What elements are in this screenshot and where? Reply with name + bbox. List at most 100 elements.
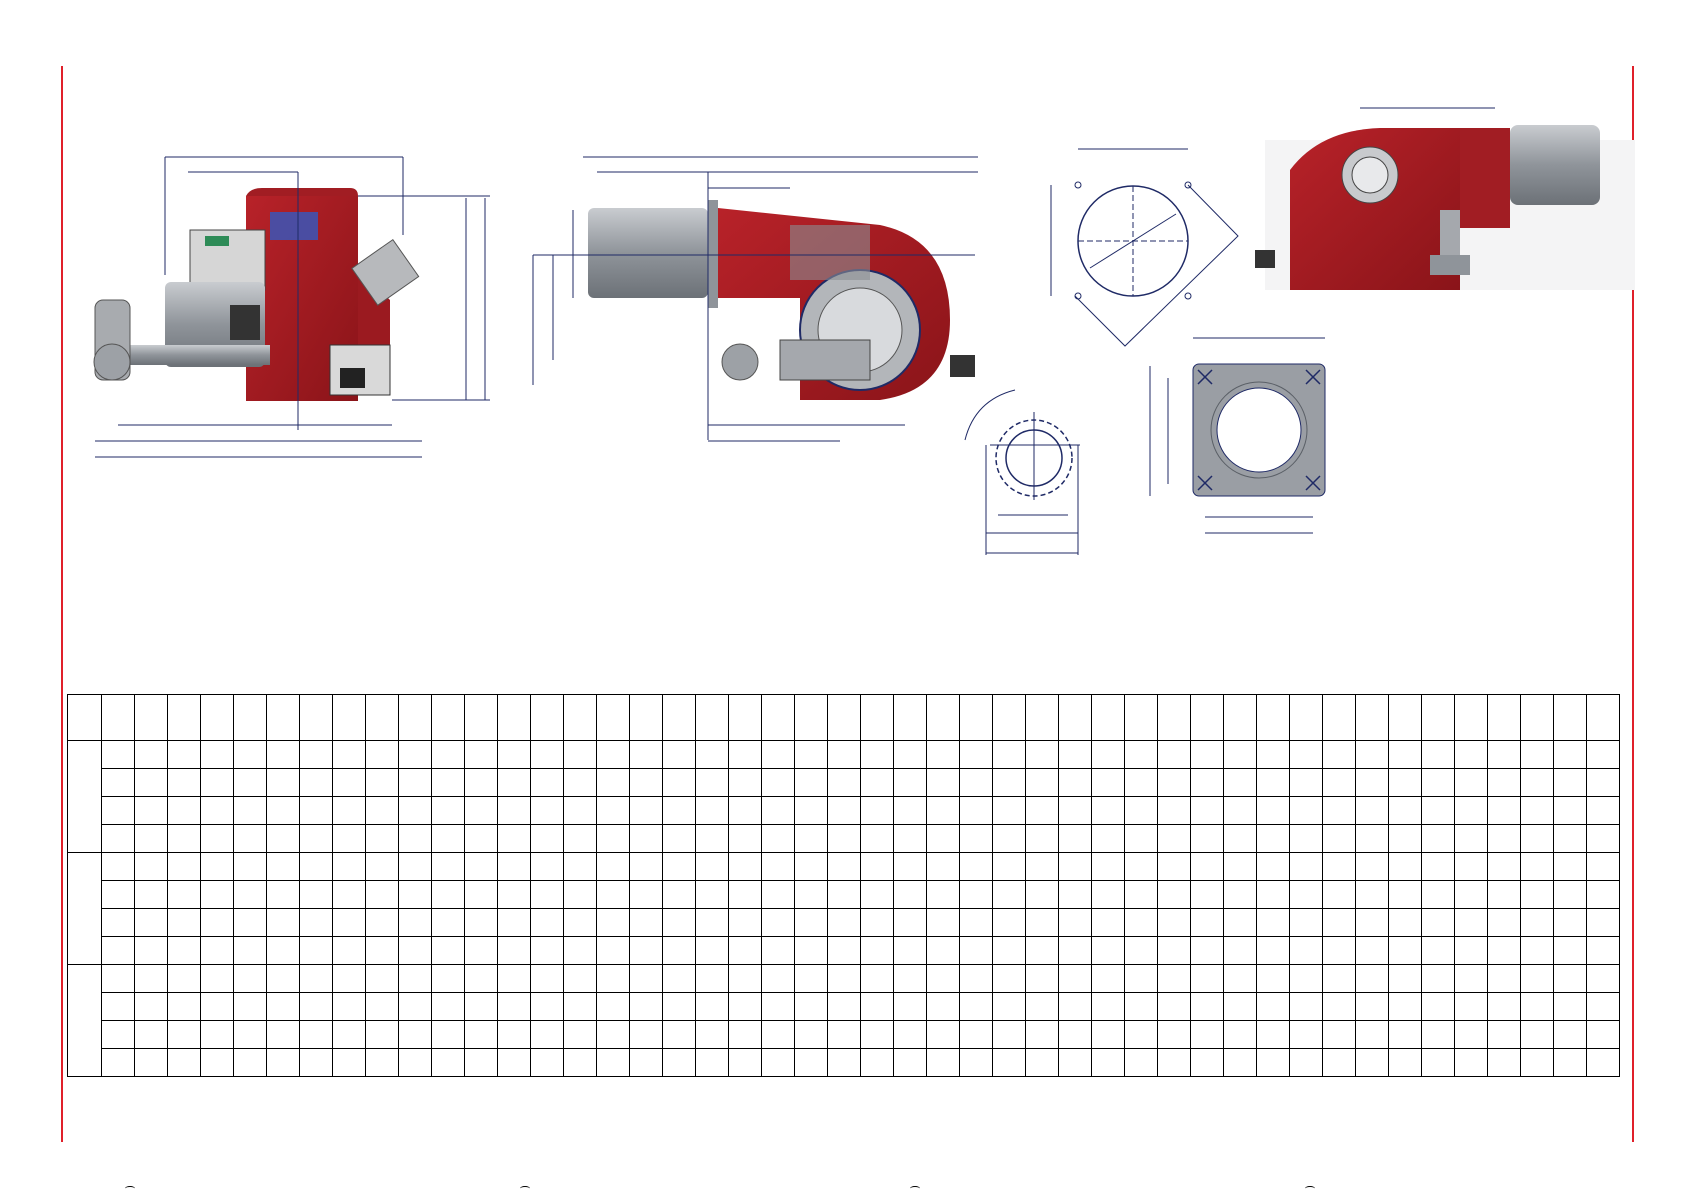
table-cell: [1058, 880, 1092, 909]
table-cell: [662, 796, 696, 825]
table-cell: [167, 1020, 201, 1049]
table-cell: [464, 852, 498, 881]
table-cell: [794, 768, 828, 797]
table-cell: [728, 964, 762, 993]
table-cell: [1388, 964, 1422, 993]
table-cell: [596, 796, 630, 825]
flange-drilling-view: [1050, 148, 1239, 347]
table-header-cell: [695, 694, 729, 741]
table-cell: [827, 908, 861, 937]
table-cell: [1025, 1020, 1059, 1049]
table-cell: [1520, 992, 1554, 1021]
table-cell: [563, 852, 597, 881]
table-cell: [1322, 936, 1356, 965]
table-cell: [1520, 964, 1554, 993]
table-cell: [299, 824, 333, 853]
table-cell: [1157, 992, 1191, 1021]
table-cell: [695, 824, 729, 853]
table-cell: [1091, 1020, 1125, 1049]
table-cell: [1157, 880, 1191, 909]
table-row: [68, 936, 1620, 965]
table-header-cell: [992, 694, 1026, 741]
table-cell: [1388, 1048, 1422, 1077]
table-cell: [596, 852, 630, 881]
table-cell: [1355, 1020, 1389, 1049]
table-cell: [1454, 824, 1488, 853]
table-cell: [761, 796, 795, 825]
table-header-cell: [167, 694, 201, 741]
table-header-cell: [761, 694, 795, 741]
table-cell: [233, 796, 267, 825]
table-cell: [530, 1020, 564, 1049]
table-cell: [365, 936, 399, 965]
table-cell: [1487, 964, 1521, 993]
table-cell: [233, 768, 267, 797]
table-cell: [1487, 852, 1521, 881]
table-cell: [1322, 964, 1356, 993]
table-cell: [629, 992, 663, 1021]
technical-drawing: [93, 107, 1635, 555]
table-cell: [101, 740, 135, 769]
table-cell: [200, 852, 234, 881]
table-cell: [332, 740, 366, 769]
table-cell: [1454, 796, 1488, 825]
table-cell: [596, 1020, 630, 1049]
gas-inlet-pipe: [351, 238, 420, 306]
table-cell: [398, 768, 432, 797]
table-header-cell: [1355, 694, 1389, 741]
table-cell: [893, 740, 927, 769]
table-row: [68, 1020, 1620, 1049]
table-cell: [1388, 796, 1422, 825]
table-cell: [1421, 992, 1455, 1021]
table-cell: [134, 824, 168, 853]
table-header-cell: [464, 694, 498, 741]
table-cell: [728, 796, 762, 825]
table-cell: [299, 992, 333, 1021]
table-cell: [1355, 992, 1389, 1021]
table-cell: [1157, 852, 1191, 881]
table-cell: [1256, 768, 1290, 797]
table-cell: [1586, 1020, 1620, 1049]
table-cell: [233, 1048, 267, 1077]
table-header-cell: [233, 694, 267, 741]
table-cell: [365, 740, 399, 769]
table-cell: [827, 1020, 861, 1049]
table-cell: [992, 992, 1026, 1021]
table-cell: [101, 936, 135, 965]
table-cell: [1025, 824, 1059, 853]
table-group-cell: [67, 852, 102, 965]
table-cell: [101, 1048, 135, 1077]
table-cell: [860, 796, 894, 825]
table-cell: [1025, 880, 1059, 909]
table-cell: [1190, 936, 1224, 965]
table-cell: [398, 740, 432, 769]
table-cell: [1058, 740, 1092, 769]
table-cell: [761, 740, 795, 769]
table-cell: [992, 740, 1026, 769]
table-cell: [596, 740, 630, 769]
table-cell: [134, 908, 168, 937]
table-cell: [266, 824, 300, 853]
table-header-cell: [266, 694, 300, 741]
table-cell: [1388, 908, 1422, 937]
table-cell: [926, 908, 960, 937]
table-cell: [860, 1020, 894, 1049]
table-cell: [761, 880, 795, 909]
nozzle-view: [964, 389, 1080, 555]
table-cell: [926, 880, 960, 909]
table-header-cell: [827, 694, 861, 741]
table-cell: [1256, 936, 1290, 965]
table-cell: [101, 768, 135, 797]
table-cell: [794, 852, 828, 881]
table-cell: [530, 964, 564, 993]
table-cell: [1190, 880, 1224, 909]
table-cell: [860, 908, 894, 937]
table-cell: [695, 992, 729, 1021]
table-cell: [860, 880, 894, 909]
table-cell: [398, 824, 432, 853]
table-cell: [827, 768, 861, 797]
table-cell: [497, 740, 531, 769]
table-cell: [266, 936, 300, 965]
table-cell: [761, 964, 795, 993]
table-cell: [1025, 936, 1059, 965]
